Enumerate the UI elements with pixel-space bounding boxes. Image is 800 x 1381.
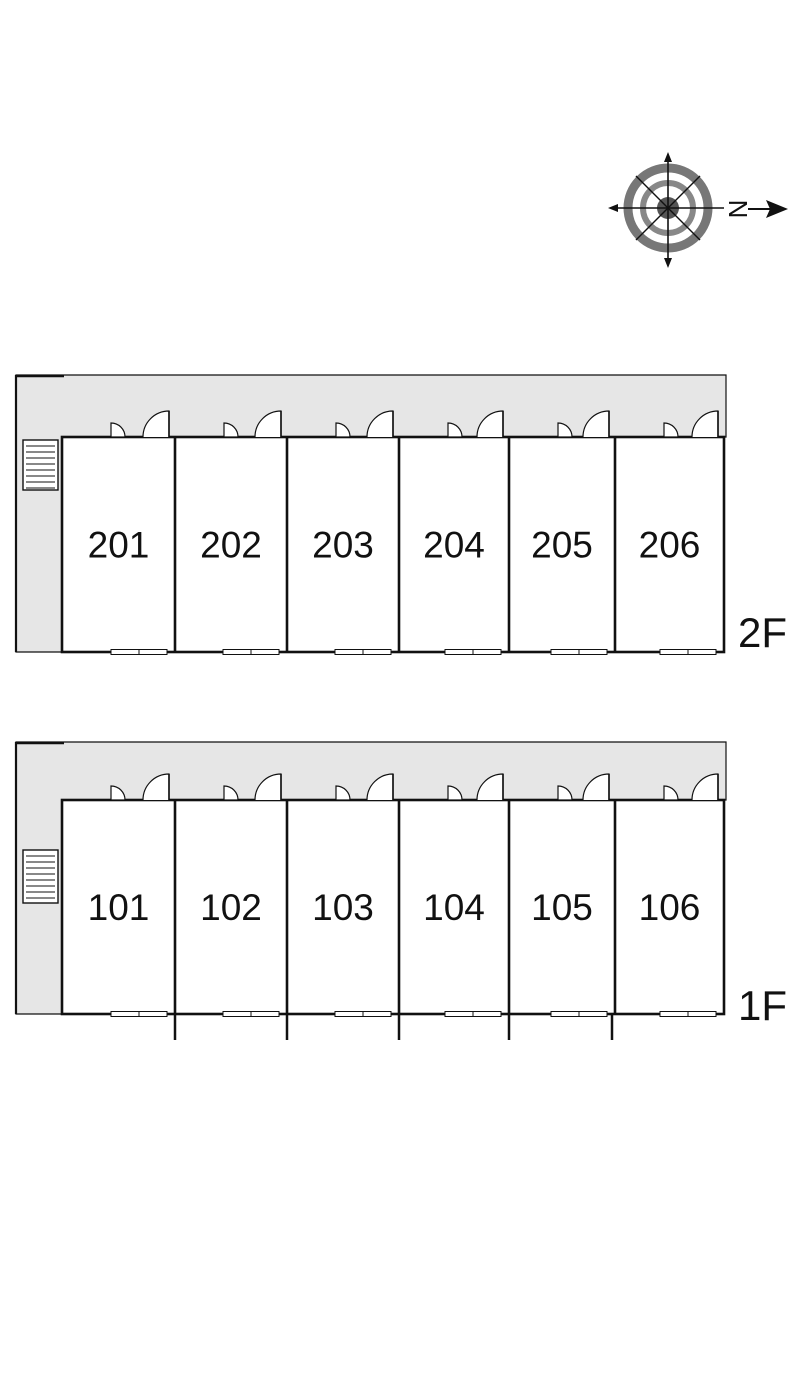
unit-block xyxy=(60,435,726,654)
unit-label: 204 xyxy=(423,525,485,566)
unit-label: 203 xyxy=(312,525,374,566)
door-icon xyxy=(557,785,573,801)
unit-label: 101 xyxy=(88,887,150,928)
door-icon xyxy=(663,422,679,438)
floor-1f: 101 102 103 104 105 106 1F xyxy=(14,741,787,1040)
door-icon xyxy=(335,785,351,801)
stairs xyxy=(22,849,59,904)
door-icon xyxy=(557,422,573,438)
unit-label: 201 xyxy=(88,525,150,566)
unit-label: 202 xyxy=(200,525,262,566)
unit-label: 205 xyxy=(531,525,593,566)
compass-rose-icon xyxy=(608,152,788,268)
door-icon xyxy=(447,785,463,801)
door-icon xyxy=(447,422,463,438)
unit-label: 106 xyxy=(639,887,701,928)
door-icon xyxy=(335,422,351,438)
unit-label: 206 xyxy=(639,525,701,566)
floor-label: 1F xyxy=(738,982,787,1029)
unit-block xyxy=(60,798,726,1016)
door-icon xyxy=(110,422,126,438)
floor-label: 2F xyxy=(738,609,787,656)
unit-label: 105 xyxy=(531,887,593,928)
unit-label: 104 xyxy=(423,887,485,928)
door-icon xyxy=(663,785,679,801)
door-icon xyxy=(223,785,239,801)
north-label: N xyxy=(723,200,753,219)
floor-2f: 201 202 203 204 205 206 2F xyxy=(14,374,787,656)
unit-label: 103 xyxy=(312,887,374,928)
unit-label: 102 xyxy=(200,887,262,928)
door-icon xyxy=(110,785,126,801)
door-icon xyxy=(223,422,239,438)
